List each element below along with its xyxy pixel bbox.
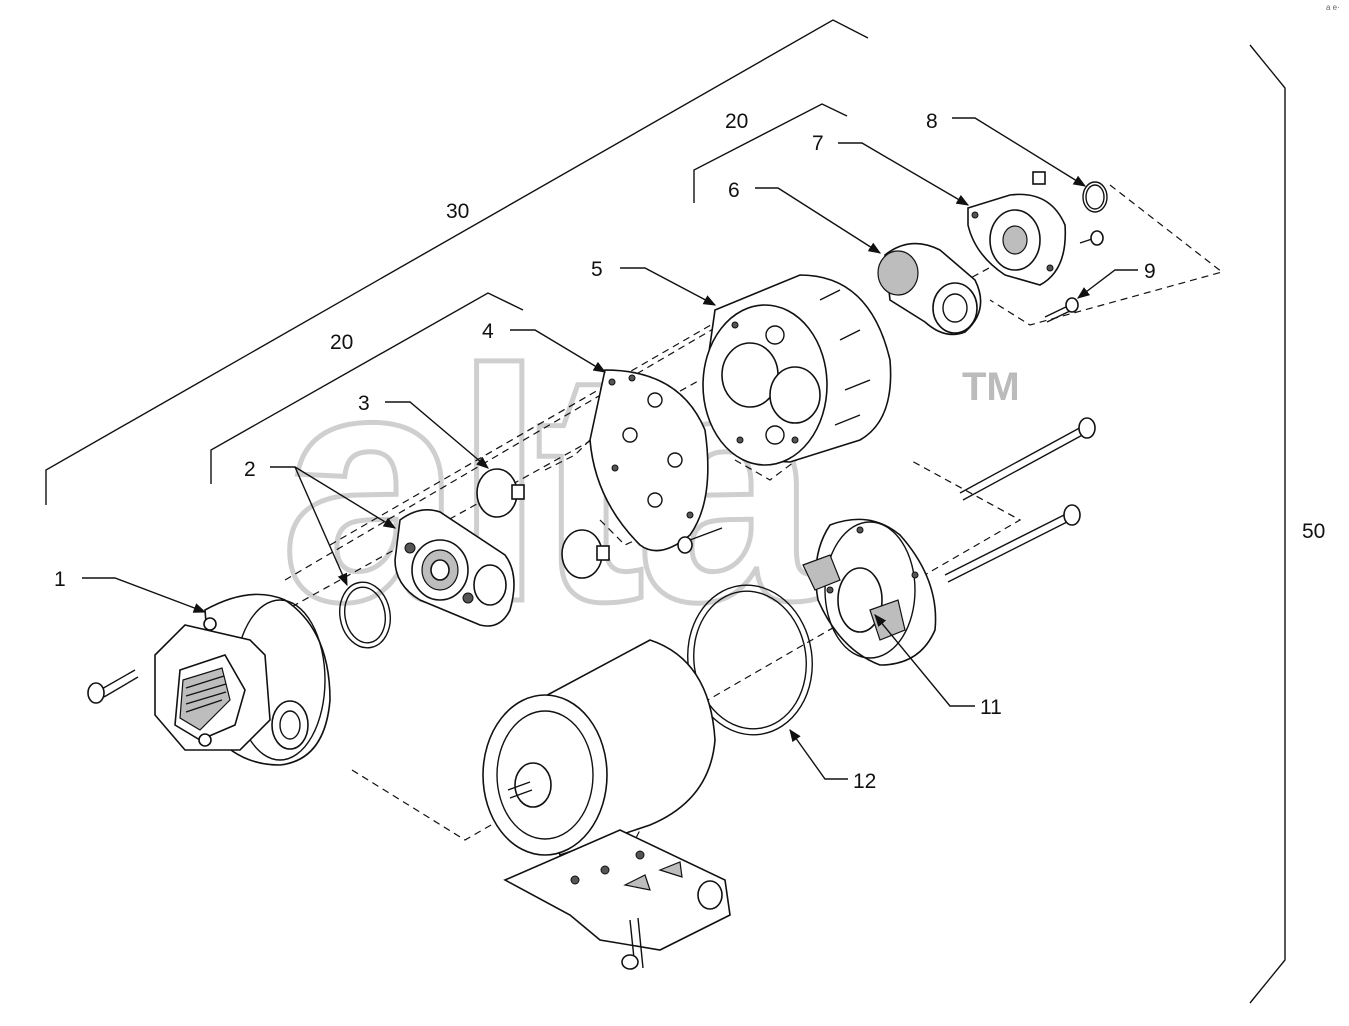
part-8-o-ring (1082, 181, 1108, 213)
callout-4-label: 4 (482, 320, 494, 343)
callout-8: 8 (926, 110, 1087, 187)
long-bolts (944, 417, 1096, 583)
callout-6-label: 6 (728, 179, 740, 202)
callout-9: 9 (1076, 260, 1156, 299)
bracket-20-left: 20 (210, 292, 524, 484)
callout-2-label: 2 (244, 458, 256, 481)
bracket-30-label: 30 (446, 200, 469, 223)
part-1-pump-head (154, 593, 331, 766)
part-2-o-ring (339, 581, 391, 649)
callout-2: 2 (244, 458, 397, 587)
callout-1-label: 1 (54, 568, 66, 591)
screw-front (87, 669, 139, 704)
part-3-check-valve-lower (561, 529, 610, 579)
callout-5: 5 (591, 258, 717, 306)
part-11-end-bell (802, 518, 937, 666)
part-6-eccentric-bearing (877, 242, 982, 336)
corner-mark: a e· (1326, 3, 1340, 12)
part-2-valve-housing (394, 509, 515, 627)
callout-9-label: 9 (1144, 260, 1156, 283)
callout-7-label: 7 (812, 132, 824, 155)
bracket-20-left-label: 20 (330, 331, 353, 354)
callout-1: 1 (54, 568, 207, 613)
callout-11: 11 (874, 614, 1002, 719)
motor-can (482, 639, 716, 857)
bracket-30: 30 (45, 19, 869, 505)
callout-5-label: 5 (591, 258, 603, 281)
callout-8-label: 8 (926, 110, 938, 133)
watermark-trademark: TM (962, 365, 1020, 409)
screw-plate (677, 527, 723, 554)
part-9-screws (1044, 230, 1104, 323)
callout-12-label: 12 (853, 770, 876, 793)
part-3-check-valve (476, 468, 525, 518)
part-5-cam-housing (702, 274, 892, 466)
part-4-diaphragm-plate (589, 369, 709, 552)
bracket-20-right: 20 (693, 103, 848, 203)
bracket-20-right-label: 20 (725, 110, 748, 133)
callout-12: 12 (789, 728, 876, 793)
callout-3: 3 (358, 392, 489, 469)
bracket-50-label: 50 (1302, 520, 1325, 543)
callout-3-label: 3 (358, 392, 370, 415)
callout-7: 7 (812, 132, 970, 206)
callout-6: 6 (728, 179, 882, 254)
bracket-50: 50 (1249, 44, 1325, 1004)
callout-11-label: 11 (980, 696, 1002, 719)
callout-4: 4 (482, 320, 607, 373)
motor-base-bracket (503, 829, 731, 970)
part-7-bearing-housing (967, 171, 1067, 286)
